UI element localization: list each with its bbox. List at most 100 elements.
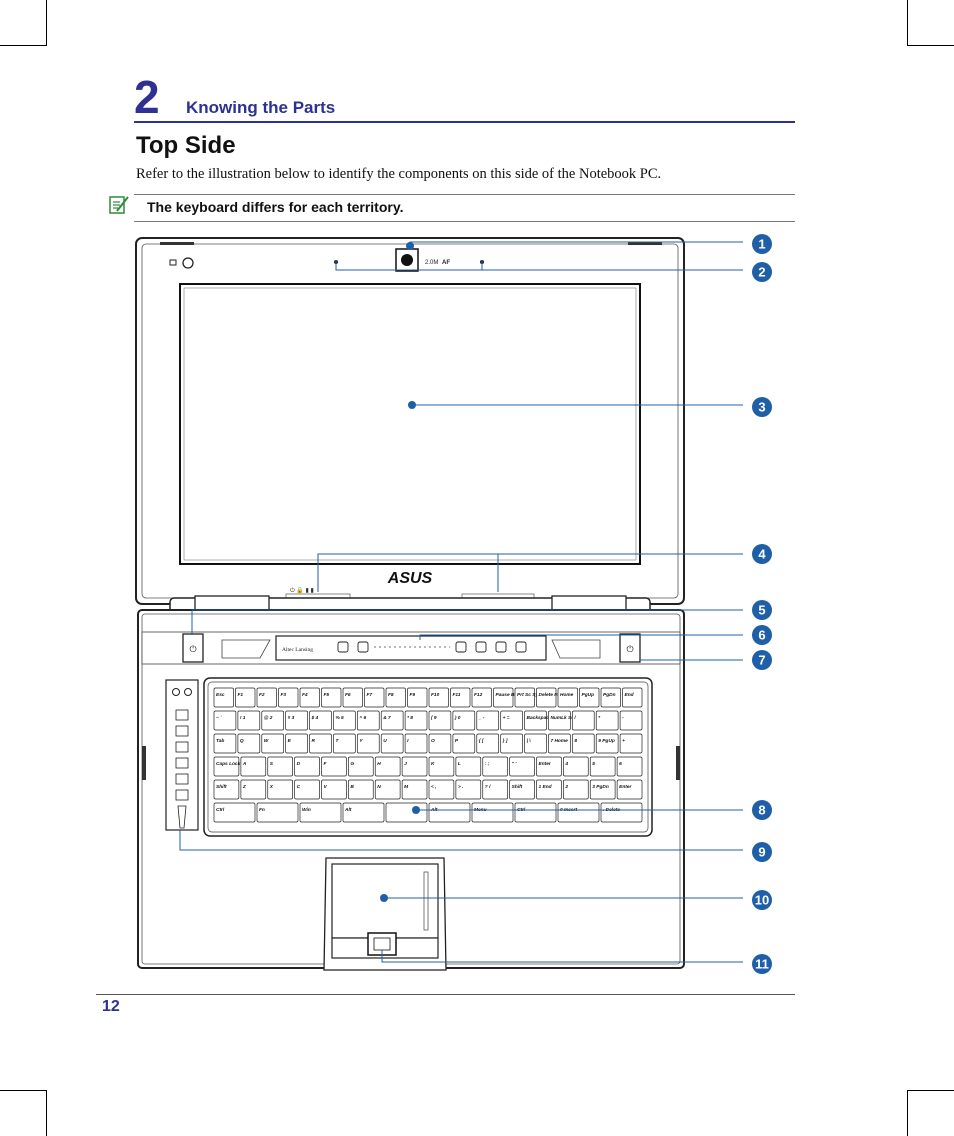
keyboard-key[interactable]: [299, 687, 320, 708]
keyboard-key[interactable]: [524, 710, 547, 731]
keyboard-key[interactable]: [294, 779, 320, 800]
keyboard-key[interactable]: [428, 779, 455, 800]
keyboard-key[interactable]: [548, 733, 571, 754]
keyboard-key[interactable]: [509, 779, 535, 800]
side-media-button[interactable]: [175, 789, 189, 801]
keyboard-key[interactable]: [571, 733, 595, 754]
keyboard-key[interactable]: [428, 733, 452, 754]
keyboard-key[interactable]: [514, 802, 557, 823]
keyboard-key[interactable]: [514, 687, 535, 708]
keyboard-key[interactable]: [401, 779, 428, 800]
keyboard-key[interactable]: [321, 756, 347, 777]
side-media-button[interactable]: [175, 741, 189, 753]
keyboard-key[interactable]: [557, 687, 578, 708]
keyboard-key[interactable]: [235, 687, 256, 708]
keyboard-key[interactable]: [333, 733, 356, 754]
keyboard-key[interactable]: [267, 756, 293, 777]
keyboard-key[interactable]: [452, 733, 476, 754]
keyboard-key[interactable]: [563, 756, 589, 777]
keyboard-key[interactable]: [240, 756, 267, 777]
keyboard-key[interactable]: [557, 802, 600, 823]
keyboard-key[interactable]: [380, 733, 404, 754]
keyboard-key[interactable]: [524, 733, 547, 754]
keyboard-key[interactable]: [278, 687, 299, 708]
keyboard-key[interactable]: [536, 756, 562, 777]
volume-slider[interactable]: [177, 805, 187, 829]
keyboard-key[interactable]: [500, 710, 523, 731]
keyboard-key[interactable]: [356, 710, 380, 731]
keyboard-key[interactable]: [428, 756, 455, 777]
keyboard-key[interactable]: [548, 710, 571, 731]
keyboard-key[interactable]: [213, 710, 237, 731]
keyboard-key[interactable]: [563, 779, 589, 800]
keyboard-key[interactable]: [428, 710, 452, 731]
keyboard-key[interactable]: [309, 710, 332, 731]
keyboard-key[interactable]: [455, 756, 482, 777]
keyboard-key[interactable]: [374, 779, 401, 800]
keyboard-key[interactable]: [450, 687, 471, 708]
keyboard-key[interactable]: [237, 733, 261, 754]
keyboard-key[interactable]: [493, 687, 514, 708]
keyboard-key[interactable]: [452, 710, 476, 731]
keyboard-key[interactable]: [213, 687, 234, 708]
side-media-button[interactable]: [175, 709, 189, 721]
power-switch[interactable]: [619, 633, 641, 663]
keyboard-key[interactable]: [309, 733, 332, 754]
keyboard-key[interactable]: [213, 779, 240, 800]
keyboard-key[interactable]: [342, 802, 385, 823]
keyboard-key[interactable]: [476, 733, 500, 754]
keyboard-key[interactable]: [579, 687, 600, 708]
keyboard-key[interactable]: [348, 756, 374, 777]
keyboard-key[interactable]: [600, 802, 643, 823]
side-media-button[interactable]: [175, 725, 189, 737]
keyboard-key[interactable]: [404, 710, 428, 731]
keyboard-key[interactable]: [500, 733, 523, 754]
keyboard-key[interactable]: [589, 779, 616, 800]
keyboard-key[interactable]: [261, 710, 285, 731]
keyboard-key[interactable]: [294, 756, 320, 777]
keyboard-key[interactable]: [509, 756, 535, 777]
keyboard-key[interactable]: [385, 687, 406, 708]
keyboard-key[interactable]: [401, 756, 428, 777]
keyboard-key[interactable]: [616, 779, 643, 800]
keyboard-key[interactable]: [455, 779, 482, 800]
power4gear-button[interactable]: [182, 633, 204, 663]
keyboard-key[interactable]: [256, 687, 277, 708]
keyboard-key[interactable]: [482, 779, 508, 800]
keyboard-key[interactable]: [536, 779, 562, 800]
keyboard-key[interactable]: [374, 756, 401, 777]
side-media-button[interactable]: [175, 757, 189, 769]
keyboard-key[interactable]: [237, 710, 261, 731]
keyboard-key[interactable]: [471, 687, 492, 708]
keyboard-key[interactable]: [348, 779, 374, 800]
keyboard-key[interactable]: [380, 710, 404, 731]
keyboard-key[interactable]: [622, 687, 643, 708]
keyboard-key[interactable]: [385, 802, 428, 823]
keyboard-key[interactable]: [595, 733, 619, 754]
keyboard-key[interactable]: [333, 710, 356, 731]
keyboard-key[interactable]: [619, 733, 643, 754]
keyboard-key[interactable]: [428, 802, 471, 823]
keyboard-key[interactable]: [619, 710, 643, 731]
keyboard-key[interactable]: [536, 687, 557, 708]
keyboard-key[interactable]: [482, 756, 508, 777]
keyboard-key[interactable]: [595, 710, 619, 731]
keyboard-key[interactable]: [589, 756, 616, 777]
keyboard-key[interactable]: [213, 733, 237, 754]
keyboard-key[interactable]: [213, 756, 240, 777]
keyboard-key[interactable]: [428, 687, 449, 708]
keyboard-key[interactable]: [240, 779, 267, 800]
keyboard-key[interactable]: [571, 710, 595, 731]
keyboard-key[interactable]: [404, 733, 428, 754]
keyboard-key[interactable]: [407, 687, 428, 708]
keyboard-key[interactable]: [600, 687, 621, 708]
keyboard-key[interactable]: [213, 802, 256, 823]
keyboard-key[interactable]: [364, 687, 385, 708]
keyboard-key[interactable]: [299, 802, 342, 823]
keyboard-key[interactable]: [471, 802, 514, 823]
side-media-button[interactable]: [175, 773, 189, 785]
keyboard-key[interactable]: [285, 733, 308, 754]
keyboard-key[interactable]: [267, 779, 293, 800]
keyboard-key[interactable]: [256, 802, 299, 823]
keyboard-key[interactable]: [261, 733, 285, 754]
